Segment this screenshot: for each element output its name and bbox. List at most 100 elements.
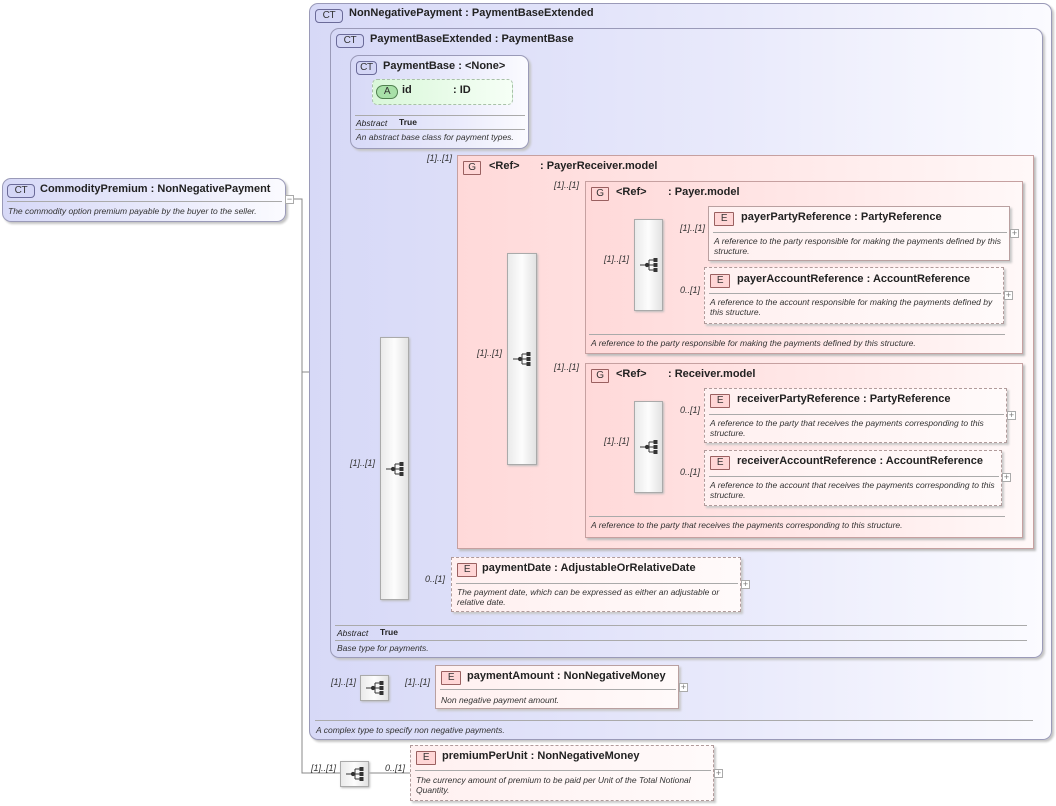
type-name: PaymentBase bbox=[383, 60, 456, 72]
type-name: PaymentBaseExtended bbox=[370, 33, 492, 45]
element-paymentdate[interactable]: E paymentDate : AdjustableOrRelativeDate… bbox=[451, 557, 741, 612]
type-separator: : bbox=[494, 33, 499, 45]
attribute-id[interactable]: A id : ID bbox=[372, 79, 513, 105]
type-title: NonNegativePayment : PaymentBaseExtended bbox=[349, 7, 594, 19]
abstract-label: Abstract bbox=[356, 118, 388, 128]
element-icon: E bbox=[710, 394, 730, 408]
plus-icon[interactable]: + bbox=[1010, 228, 1019, 238]
nonnegativepayment-sequence[interactable] bbox=[360, 675, 389, 701]
element-name: receiverAccountReference bbox=[737, 455, 877, 467]
divider bbox=[709, 293, 1001, 294]
sequence-icon bbox=[365, 681, 383, 695]
cardinality-label: [1]..[1] bbox=[350, 458, 376, 468]
cardinality-label: 0..[1] bbox=[680, 285, 701, 295]
element-name: premiumPerUnit bbox=[442, 750, 528, 762]
group-icon: G bbox=[591, 369, 609, 383]
divider bbox=[355, 115, 525, 116]
abstract-value: True bbox=[399, 117, 417, 127]
type-separator: : bbox=[668, 368, 672, 380]
sequence-icon bbox=[345, 767, 363, 781]
element-receiveraccountreference[interactable]: E receiverAccountReference : AccountRefe… bbox=[704, 450, 1002, 506]
element-receiverpartyreference[interactable]: E receiverPartyReference : PartyReferenc… bbox=[704, 388, 1007, 443]
element-description: A reference to the account that receives… bbox=[710, 480, 995, 500]
divider bbox=[713, 232, 1007, 233]
element-description: A reference to the party responsible for… bbox=[714, 236, 1001, 256]
element-payerpartyreference[interactable]: E payerPartyReference : PartyReference A… bbox=[708, 206, 1010, 261]
commoditypremium-root[interactable]: CT CommodityPremium : NonNegativePayment… bbox=[2, 178, 286, 222]
cardinality-label: [1]..[1] bbox=[427, 153, 453, 163]
group-title: : Payer.model bbox=[668, 186, 740, 198]
group-icon: G bbox=[591, 187, 609, 201]
type-separator: : bbox=[453, 84, 457, 96]
element-payeraccountreference[interactable]: E payerAccountReference : AccountReferen… bbox=[704, 267, 1004, 324]
type-description: A complex type to specify non negative p… bbox=[316, 725, 505, 735]
element-name: paymentDate bbox=[482, 562, 552, 574]
plus-icon[interactable]: + bbox=[679, 682, 688, 692]
base-type-name: PaymentBaseExtended bbox=[471, 7, 594, 19]
type-separator: : bbox=[668, 186, 672, 198]
cardinality-label: 0..[1] bbox=[680, 467, 701, 477]
group-type-name: PayerReceiver.model bbox=[546, 160, 658, 172]
payerreceiver-sequence[interactable] bbox=[507, 253, 537, 465]
group-ref: <Ref> bbox=[489, 160, 520, 172]
element-name: payerPartyReference bbox=[741, 211, 852, 223]
type-separator: : bbox=[854, 211, 858, 223]
type-separator: : bbox=[530, 750, 535, 762]
plus-icon[interactable]: + bbox=[1004, 290, 1013, 300]
cardinality-label: [1]..[1] bbox=[331, 677, 357, 687]
plus-icon[interactable]: + bbox=[714, 768, 723, 778]
element-title: payerAccountReference : AccountReference bbox=[737, 273, 970, 285]
element-name: paymentAmount bbox=[467, 670, 554, 682]
element-title: paymentDate : AdjustableOrRelativeDate bbox=[482, 562, 696, 574]
element-title: receiverAccountReference : AccountRefere… bbox=[737, 455, 983, 467]
plus-icon[interactable]: + bbox=[1007, 410, 1016, 420]
element-description: The payment date, which can be expressed… bbox=[457, 587, 720, 607]
element-title: receiverPartyReference : PartyReference bbox=[737, 393, 950, 405]
receiver-sequence[interactable] bbox=[634, 401, 663, 493]
root-sequence[interactable] bbox=[340, 761, 369, 787]
element-type: AccountReference bbox=[885, 455, 983, 467]
element-type: AccountReference bbox=[872, 273, 971, 285]
divider bbox=[335, 625, 1027, 626]
group-ref: <Ref> bbox=[616, 368, 647, 380]
element-description: The currency amount of premium to be pai… bbox=[416, 775, 691, 795]
element-type: PartyReference bbox=[869, 393, 951, 405]
complex-type-icon: CT bbox=[356, 61, 377, 75]
group-description: A reference to the party that receives t… bbox=[591, 520, 903, 530]
element-icon: E bbox=[710, 274, 730, 288]
type-description: An abstract base class for payment types… bbox=[356, 132, 514, 142]
plus-icon[interactable]: + bbox=[1002, 472, 1011, 482]
cardinality-label: [1]..[1] bbox=[311, 763, 337, 773]
divider bbox=[415, 770, 711, 771]
type-description: Base type for payments. bbox=[337, 643, 429, 653]
minus-icon[interactable]: − bbox=[285, 194, 294, 204]
type-title: PaymentBaseExtended : PaymentBase bbox=[370, 33, 574, 45]
divider bbox=[709, 476, 999, 477]
complex-type-icon: CT bbox=[315, 9, 343, 23]
element-icon: E bbox=[714, 212, 734, 226]
paymentbaseextended-sequence[interactable] bbox=[380, 337, 409, 600]
element-icon: E bbox=[710, 456, 730, 470]
cardinality-label: [1]..[1] bbox=[405, 677, 431, 687]
element-icon: E bbox=[457, 563, 477, 577]
attribute-type-name: ID bbox=[459, 84, 471, 96]
base-type-name: PaymentBase bbox=[501, 33, 574, 45]
divider bbox=[709, 414, 1004, 415]
element-name: receiverPartyReference bbox=[737, 393, 860, 405]
element-paymentamount[interactable]: E paymentAmount : NonNegativeMoney Non n… bbox=[435, 665, 679, 709]
element-premiumperunit[interactable]: E premiumPerUnit : NonNegativeMoney The … bbox=[410, 745, 714, 801]
group-icon: G bbox=[463, 161, 481, 175]
plus-icon[interactable]: + bbox=[741, 579, 750, 589]
element-name: payerAccountReference bbox=[737, 273, 864, 285]
type-separator: : bbox=[556, 670, 561, 682]
cardinality-label: 0..[1] bbox=[425, 574, 446, 584]
payer-sequence[interactable] bbox=[634, 219, 663, 311]
element-icon: E bbox=[416, 751, 436, 765]
sequence-icon bbox=[639, 440, 657, 454]
attribute-type: : ID bbox=[453, 84, 471, 96]
element-title: paymentAmount : NonNegativeMoney bbox=[467, 670, 666, 682]
divider bbox=[7, 201, 282, 202]
element-type: NonNegativeMoney bbox=[537, 750, 640, 762]
divider bbox=[355, 129, 525, 130]
cardinality-label: [1]..[1] bbox=[680, 223, 706, 233]
